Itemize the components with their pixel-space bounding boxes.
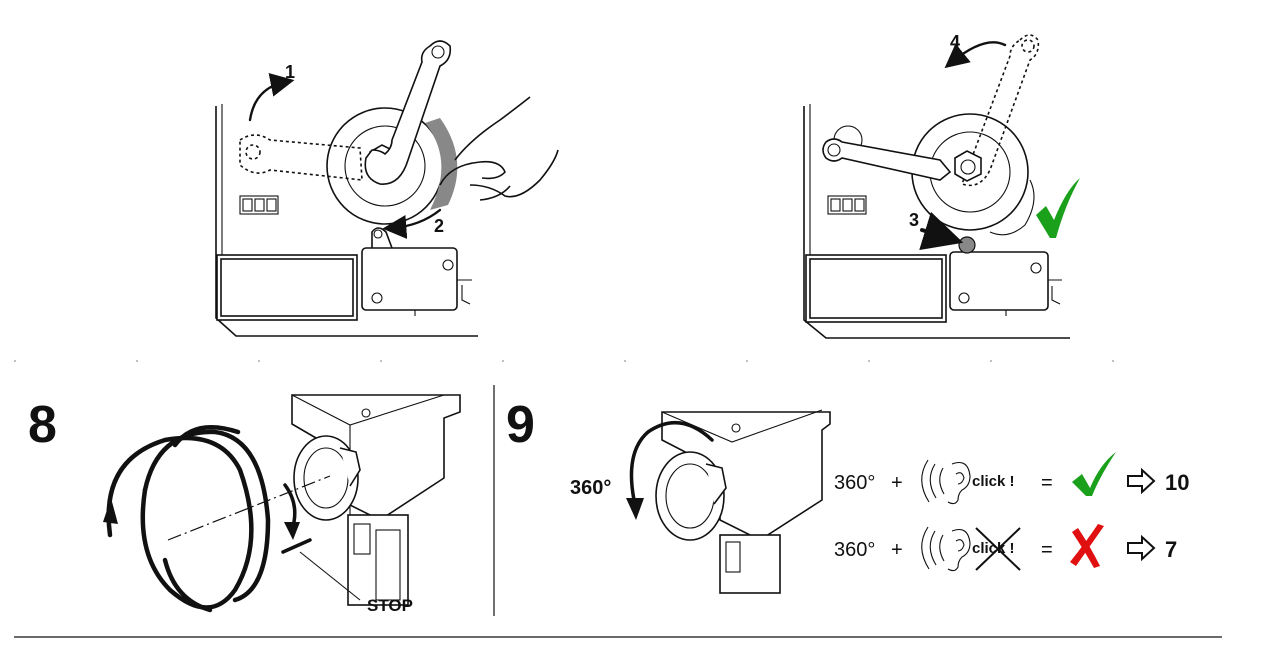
cross-out-icon: [975, 527, 1021, 571]
terminal-block: [239, 195, 279, 215]
check-icon: [1036, 178, 1080, 238]
terminal-block: [827, 195, 867, 215]
top-right-panel: 4 3: [803, 32, 1080, 339]
callout-2: 2: [434, 216, 444, 236]
equals-sign: =: [1041, 539, 1053, 561]
cross-icon: [1070, 524, 1104, 568]
goto-step-label: 10: [1165, 470, 1189, 495]
plus-sign: +: [891, 472, 903, 494]
result-row-fail: 360° + click ! = 7: [834, 524, 1177, 572]
outline-arrow-right-icon: [1127, 534, 1156, 562]
ear-icon: [921, 459, 971, 505]
step-8-panel: 8 STOP: [28, 394, 461, 615]
microswitch: [949, 236, 1062, 316]
step-9-panel: 9 360° 360° + click ! = 10: [506, 396, 1189, 594]
callout-4: 4: [950, 32, 960, 52]
callout-3: 3: [909, 210, 919, 230]
step-number-9: 9: [506, 396, 535, 454]
goto-step-label: 7: [1165, 537, 1177, 562]
step-number-8: 8: [28, 396, 57, 454]
degrees-label: 360°: [834, 472, 875, 494]
callout-1: 1: [285, 62, 295, 82]
result-row-ok: 360° + click ! = 10: [834, 452, 1189, 505]
outline-arrow-right-icon: [1127, 467, 1156, 495]
stop-label: STOP: [367, 596, 413, 615]
plus-sign: +: [891, 539, 903, 561]
click-sound-label: click !: [972, 473, 1015, 490]
top-left-panel: 1 2: [215, 40, 559, 337]
microswitch: [361, 227, 472, 316]
check-icon: [1072, 452, 1116, 496]
ear-icon: [921, 526, 971, 572]
rotation-label: 360°: [570, 477, 611, 499]
degrees-label: 360°: [834, 539, 875, 561]
equals-sign: =: [1041, 472, 1053, 494]
